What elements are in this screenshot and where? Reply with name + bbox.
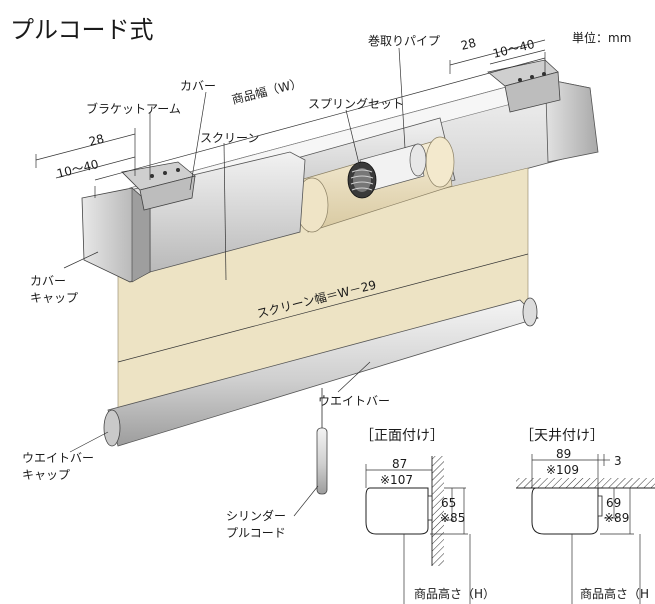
label-weight-cap-1: ウエイトバー [22, 451, 94, 465]
label-weight-bar: ウエイトバー [318, 394, 390, 408]
front-h2: ※85 [440, 511, 465, 525]
ceiling-h2: ※89 [604, 511, 629, 525]
ceiling-mount-detail: ［天井付け］ 89 ※109 3 69 ※89 商品高さ（H [516, 428, 655, 604]
ceiling-w2: ※109 [546, 463, 579, 477]
main-dimensions [35, 39, 546, 517]
blind-illustration [81, 59, 599, 495]
front-h1: 65 [441, 496, 456, 510]
label-bracket-arm: ブラケットアーム [86, 101, 181, 116]
front-w2: ※107 [380, 473, 413, 487]
weight-bar-cap-right [522, 297, 538, 327]
label-cover-cap-1: カバー [30, 274, 66, 288]
label-product-width: 商品幅（W） [230, 75, 303, 107]
spring-coil [347, 161, 377, 199]
weight-bar-cap-left [103, 409, 121, 447]
page-title: プルコード式 [10, 16, 154, 44]
label-cord-2: プルコード [226, 526, 286, 540]
dim-top-28: 28 [459, 36, 477, 53]
front-product-height: 商品高さ（H） [414, 586, 495, 601]
ceiling-gap: 3 [614, 454, 622, 468]
front-w1: 87 [392, 457, 407, 471]
label-screen: スクリーン [200, 131, 259, 145]
ceiling-w1: 89 [556, 447, 571, 461]
label-cord-1: シリンダー [226, 508, 286, 523]
ceiling-heading: ［天井付け］ [520, 428, 604, 444]
unit-label: 単位：mm [572, 30, 631, 45]
front-heading: ［正面付け］ [360, 428, 444, 444]
dim-left-28: 28 [87, 132, 105, 149]
dim-top-10-40: 10～40 [491, 37, 536, 61]
label-pipe: 巻取りパイプ [368, 34, 440, 48]
ceiling-h1: 69 [606, 496, 621, 510]
cylinder-pull-cord [316, 427, 328, 495]
dim-left-10-40: 10～40 [55, 157, 100, 181]
front-mount-detail: ［正面付け］ 87 ※107 65 ※85 商品高さ（H） [360, 428, 495, 604]
label-cover: カバー [180, 79, 216, 93]
label-spring-set: スプリングセット [308, 97, 404, 111]
ceiling-product-height: 商品高さ（H [580, 586, 649, 601]
label-cover-cap-2: キャップ [30, 291, 78, 305]
label-weight-cap-2: キャップ [22, 468, 70, 482]
